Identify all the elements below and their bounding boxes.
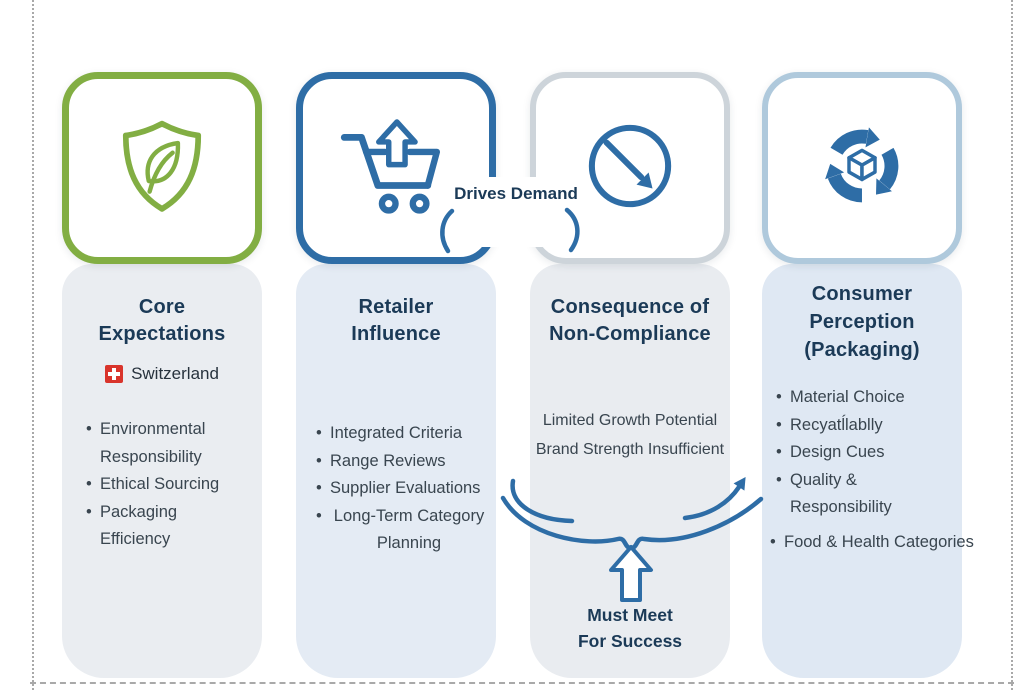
drives-demand-backdrop (443, 177, 589, 247)
list-item: Long-Term Category Planning (316, 503, 488, 558)
retailer-influence-list: Integrated Criteria Range Reviews Suppli… (316, 420, 488, 558)
list-item: Material Choice (776, 384, 960, 412)
swoosh-arrow (500, 477, 764, 551)
recycle-package-icon (810, 114, 914, 223)
list-item: Environmental Responsibility (86, 416, 244, 471)
list-item: Quality & Responsibility (776, 467, 960, 522)
page-border-bottom (30, 682, 1014, 684)
drives-demand-arcs (440, 207, 580, 254)
page-border-left (32, 0, 34, 690)
core-expectations-list: Environmental Responsibility Ethical Sou… (86, 416, 244, 554)
card-title-non-compliance: Consequence of Non-Compliance (549, 296, 711, 345)
card-title-consumer-perception: Consumer Perception (Packaging) (804, 283, 920, 361)
cart-upload-icon (337, 113, 455, 224)
core-expectations-icon-box (62, 72, 262, 264)
non-compliance-consequences: Limited Growth Potential Brand Strength … (535, 412, 725, 458)
retailer-influence-card: Retailer Influence Integrated Criteria R… (296, 264, 496, 678)
list-item: Range Reviews (316, 448, 488, 476)
list-item: Supplier Evaluations (316, 475, 488, 503)
must-meet-label: Must Meet For Success (577, 605, 683, 651)
list-item: Design Cues (776, 439, 960, 467)
country-row: Switzerland (62, 364, 262, 384)
consumer-perception-icon-box (762, 72, 962, 264)
consumer-perception-list: Material Choice Recyatĺlablly Design Cue… (770, 384, 974, 556)
decline-circle-icon (578, 114, 682, 223)
shield-leaf-icon (109, 113, 215, 224)
core-expectations-card: Core Expectations Switzerland Environmen… (62, 264, 262, 678)
up-arrow-icon (609, 545, 653, 602)
list-item: Integrated Criteria (316, 420, 488, 448)
drives-demand-label: Drives Demand (454, 184, 578, 203)
list-item: Food & Health Categories (770, 529, 974, 557)
non-compliance-card: Consequence of Non-Compliance Limited Gr… (530, 264, 730, 678)
swiss-flag-icon (105, 365, 124, 383)
card-title-core-expectations: Core Expectations (98, 296, 226, 345)
country-label: Switzerland (131, 364, 219, 383)
list-item: Packaging Efficiency (86, 499, 244, 554)
page-border-right (1011, 0, 1013, 690)
list-item: Recyatĺlablly (776, 412, 960, 440)
retailer-influence-icon-box (296, 72, 496, 264)
card-title-retailer-influence: Retailer Influence (351, 296, 441, 345)
consumer-perception-card: Consumer Perception (Packaging) Material… (762, 264, 974, 678)
list-item: Ethical Sourcing (86, 471, 244, 499)
